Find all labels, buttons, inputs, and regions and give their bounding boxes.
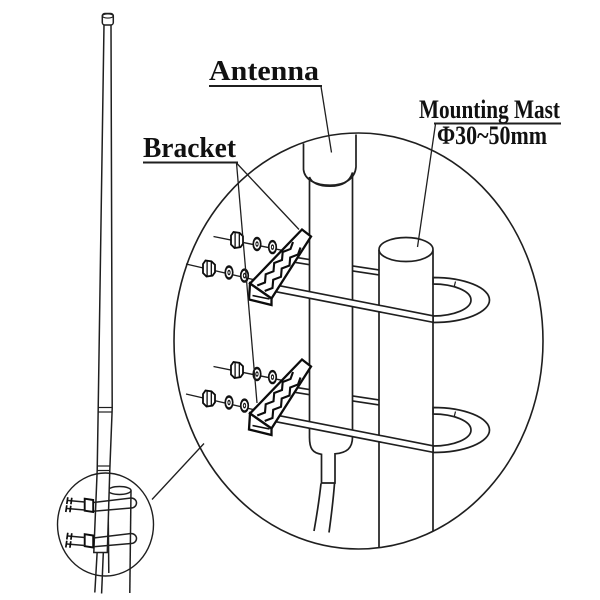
bracket-leader-line — [236, 162, 300, 230]
mast-label-line1: Mounting Mast — [419, 95, 560, 124]
detail-view — [173, 132, 544, 550]
bracket-upper — [247, 227, 313, 307]
nut-washer-set — [202, 259, 251, 284]
bracket-foot — [247, 411, 273, 437]
pole-joint-lower — [97, 465, 111, 472]
ubolt-lower-loop — [432, 406, 491, 454]
mounting-mast — [378, 236, 434, 547]
antenna-figure — [56, 12, 205, 594]
bracket-foot — [247, 281, 273, 307]
ubolt-upper-loop — [432, 276, 491, 324]
mast-label-line2: Φ30~50mm — [437, 121, 547, 150]
pole-cap — [101, 12, 115, 26]
bracket-serration — [264, 377, 302, 422]
pole-clamp-lower — [64, 532, 138, 549]
nut-washer-set — [202, 389, 251, 414]
base-mast — [107, 485, 132, 594]
antenna-tube — [302, 134, 357, 533]
antenna-label: Antenna — [209, 55, 320, 87]
bracket-serration — [264, 247, 302, 292]
antenna-cable — [313, 483, 336, 533]
bracket-serration — [256, 371, 294, 417]
zoom-source-circle — [56, 472, 155, 577]
mast-leader-line — [416, 123, 437, 248]
antenna-pole — [93, 23, 113, 554]
bracket-serration — [256, 241, 294, 287]
callouts: Antenna Bracket Mounting Mast Φ30~50mm — [143, 55, 561, 404]
zoom-link-line — [151, 443, 205, 500]
bracket-label: Bracket — [143, 132, 236, 164]
antenna-tube-cut-edge — [302, 134, 357, 187]
antenna-leader-line — [320, 86, 333, 153]
nut-washer-set — [230, 231, 279, 256]
detail-circle — [173, 132, 544, 550]
pole-clamp-upper — [64, 497, 138, 514]
bracket-lower — [247, 357, 313, 437]
feed-cable-base — [94, 552, 105, 594]
pole-joint-upper — [98, 406, 113, 413]
bracket-leader-line — [235, 162, 258, 404]
